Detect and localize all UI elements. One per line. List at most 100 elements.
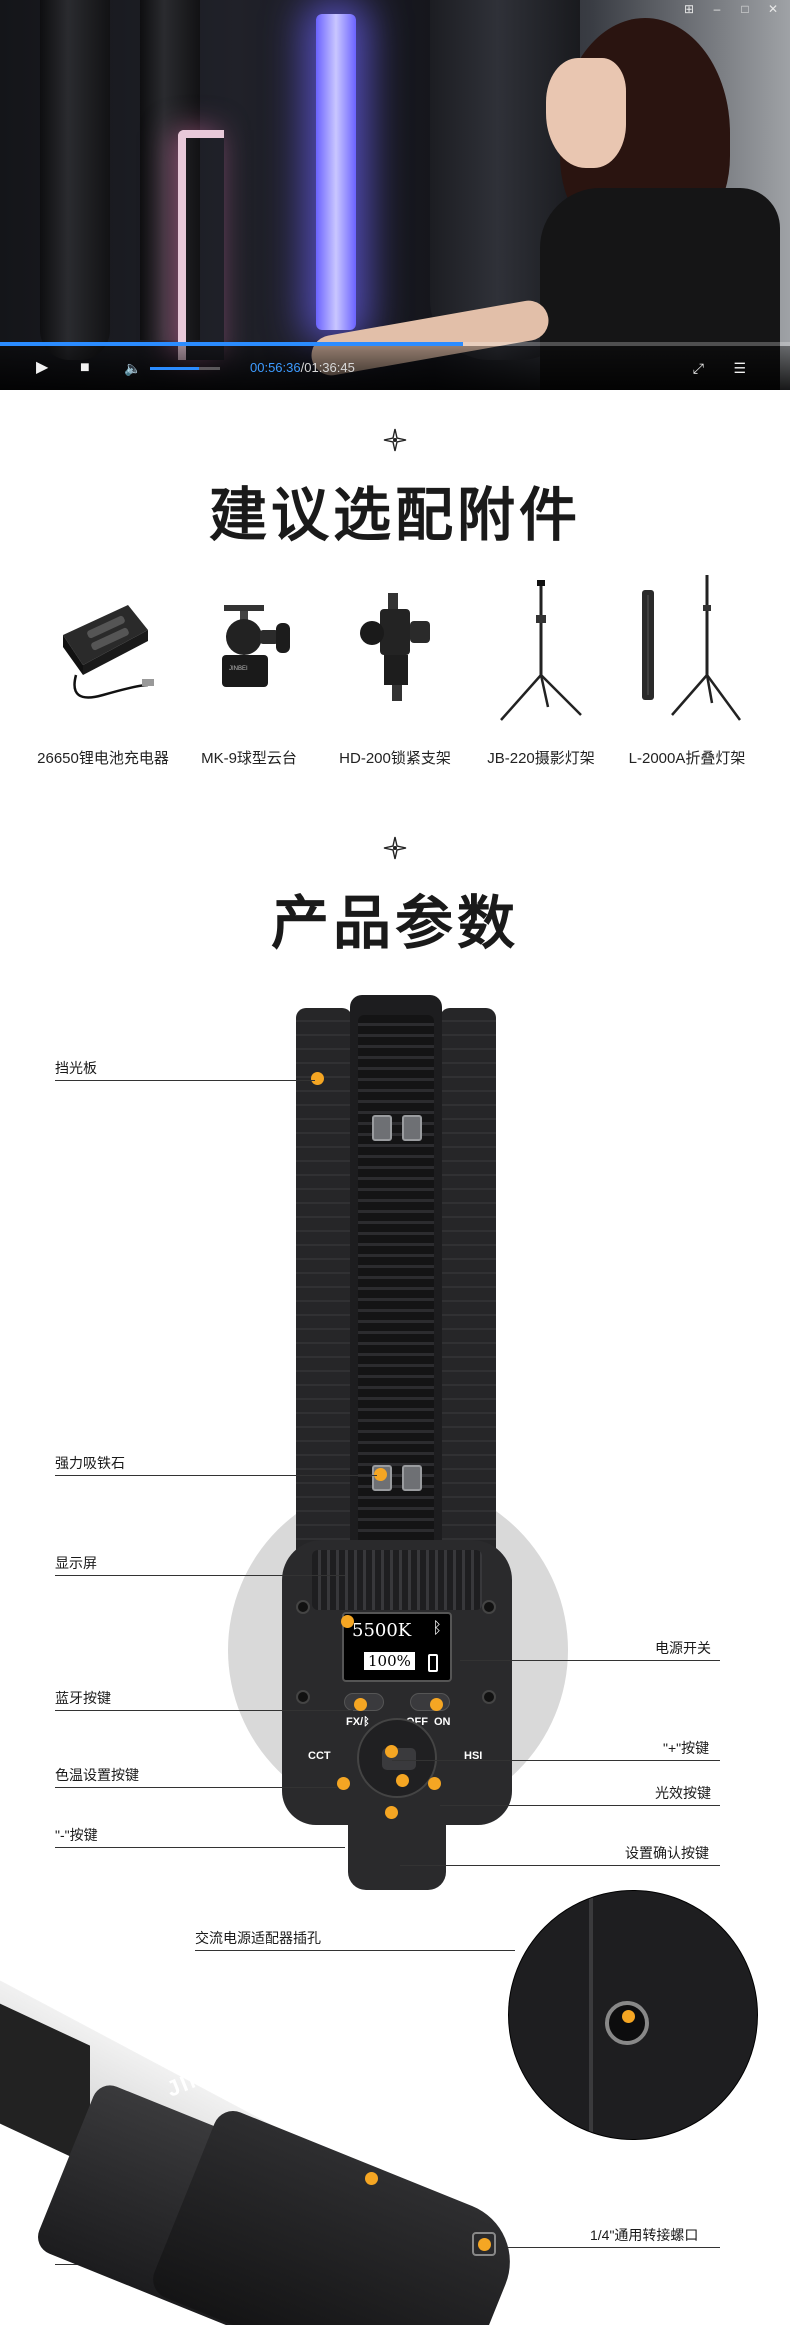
- screw: [482, 1690, 496, 1704]
- ac-socket: [605, 2001, 649, 2045]
- fx-button-label: FX/ᛒ: [346, 1716, 370, 1728]
- callout-dot: [365, 2172, 378, 2185]
- callout-dot: [341, 1615, 354, 1628]
- callout-dot: [354, 1698, 367, 1711]
- callout-dot: [396, 1774, 409, 1787]
- accessory-label: L-2000A折叠灯架: [628, 750, 746, 767]
- battery-icon: [428, 1654, 438, 1672]
- play-icon[interactable]: ▶: [36, 359, 49, 376]
- callout-dot: [478, 2238, 491, 2251]
- volume-slider-fill: [150, 367, 199, 370]
- quarter-inch-screw-port: [472, 2232, 496, 2256]
- callout-barn-door: 挡光板: [55, 1060, 97, 1076]
- total-time: 01:36:45: [304, 360, 355, 375]
- ball-head-image: JINBEI: [222, 605, 290, 687]
- hsi-button-label: HSI: [464, 1750, 483, 1762]
- callout-line: [195, 1950, 515, 1951]
- callout-ac-port: 交流电源适配器插孔: [195, 1930, 321, 1946]
- accessories-list: 26650锂电池充电器 JINBEI MK-9球型云台: [30, 575, 760, 775]
- seek-bar-fill: [0, 342, 463, 346]
- screw: [482, 1600, 496, 1614]
- time-separator: /: [300, 360, 305, 375]
- callout-bluetooth: 蓝牙按键: [55, 1690, 111, 1706]
- accessory-item[interactable]: L-2000A折叠灯架: [614, 575, 760, 775]
- svg-text:JINBEI: JINBEI: [229, 666, 248, 672]
- cct-button-label: CCT: [308, 1750, 331, 1762]
- callout-line: [55, 1787, 337, 1788]
- pink-light-tube: [178, 130, 224, 360]
- callout-line: [55, 1710, 353, 1711]
- callout-line: [55, 1847, 345, 1848]
- callout-effect: 光效按键: [655, 1785, 711, 1801]
- callout-line: [392, 1760, 720, 1761]
- accessory-item[interactable]: JB-220摄影灯架: [468, 575, 614, 775]
- on-label: ON: [434, 1716, 451, 1728]
- bluetooth-icon: ᛒ: [363, 1716, 370, 1728]
- light-body: [350, 995, 442, 1575]
- callout-display: 显示屏: [55, 1555, 97, 1571]
- cct-readout: 5500K: [352, 1620, 412, 1641]
- brightness-readout: 100%: [364, 1652, 415, 1670]
- callout-dot: [428, 1777, 441, 1790]
- head-vent: [312, 1550, 482, 1610]
- magnet: [402, 1115, 422, 1141]
- barn-door-left: [296, 1008, 352, 1578]
- callout-line: [495, 2247, 720, 2248]
- minimize-icon[interactable]: –: [713, 2, 721, 16]
- punching-bag: [40, 0, 110, 360]
- current-time: 00:56:36: [250, 360, 301, 375]
- callout-minus: "-"按键: [55, 1827, 98, 1843]
- callout-dot: [311, 1072, 324, 1085]
- barn-door-right: [440, 1008, 496, 1578]
- callout-line: [400, 1865, 720, 1866]
- star-icon: [383, 428, 407, 452]
- volume-slider[interactable]: [150, 367, 220, 370]
- callout-cct: 色温设置按键: [55, 1767, 139, 1783]
- folding-stand-image: [642, 575, 742, 721]
- bluetooth-icon: ᛒ: [432, 1620, 442, 1637]
- accessory-label: HD-200锁紧支架: [339, 750, 451, 767]
- callout-screw-port: 1/4"通用转接螺口: [590, 2227, 699, 2243]
- callout-line: [55, 1575, 345, 1576]
- callout-line: [440, 1805, 720, 1806]
- callout-dot: [622, 2010, 635, 2023]
- heat-sink-grille: [358, 1015, 434, 1555]
- window-controls: ⊞ – □ ✕: [676, 0, 786, 18]
- callout-plus: "+"按键: [663, 1740, 710, 1756]
- accessory-label: 26650锂电池充电器: [37, 750, 169, 767]
- accessory-label: MK-9球型云台: [201, 750, 297, 767]
- tile-icon[interactable]: ⊞: [683, 2, 695, 16]
- fullscreen-icon[interactable]: ⤢: [692, 360, 704, 376]
- video-player[interactable]: ⊞ – □ ✕ ▶ ■ 🔈 00:56:36/01:36:45 ⤢ ☰: [0, 0, 790, 390]
- callout-magnet: 强力吸铁石: [55, 1455, 125, 1471]
- seek-bar[interactable]: [0, 342, 790, 346]
- menu-icon[interactable]: ☰: [733, 360, 746, 376]
- callout-confirm: 设置确认按键: [625, 1845, 709, 1861]
- stop-icon[interactable]: ■: [80, 359, 90, 376]
- blue-light-tube: [316, 14, 356, 330]
- accessory-item[interactable]: HD-200锁紧支架: [322, 575, 468, 775]
- battery-charger-image: [63, 605, 154, 699]
- accessory-item[interactable]: JINBEI MK-9球型云台: [176, 575, 322, 775]
- callout-line: [460, 1660, 720, 1661]
- lcd-display: 5500K ᛒ 100%: [342, 1612, 452, 1682]
- maximize-icon[interactable]: □: [741, 2, 749, 16]
- navigation-pad[interactable]: [357, 1718, 437, 1798]
- accessories-title: 建议选配附件: [208, 483, 581, 548]
- callout-dot: [374, 1468, 387, 1481]
- callout-line: [55, 1475, 377, 1476]
- accessory-label: JB-220摄影灯架: [487, 750, 595, 767]
- accessory-item[interactable]: 26650锂电池充电器: [30, 575, 176, 775]
- callout-dot: [385, 1745, 398, 1758]
- locking-bracket-image: [360, 593, 430, 701]
- callout-dot: [337, 1777, 350, 1790]
- volume-icon[interactable]: 🔈: [124, 360, 142, 376]
- star-icon: [383, 836, 407, 860]
- params-title: 产品参数: [270, 891, 519, 956]
- callout-dot: [385, 1806, 398, 1819]
- callout-line: [55, 1080, 315, 1081]
- player-control-bar: ▶ ■ 🔈 00:56:36/01:36:45 ⤢ ☰: [0, 342, 790, 390]
- callout-power: 电源开关: [655, 1640, 711, 1656]
- close-icon[interactable]: ✕: [767, 2, 779, 16]
